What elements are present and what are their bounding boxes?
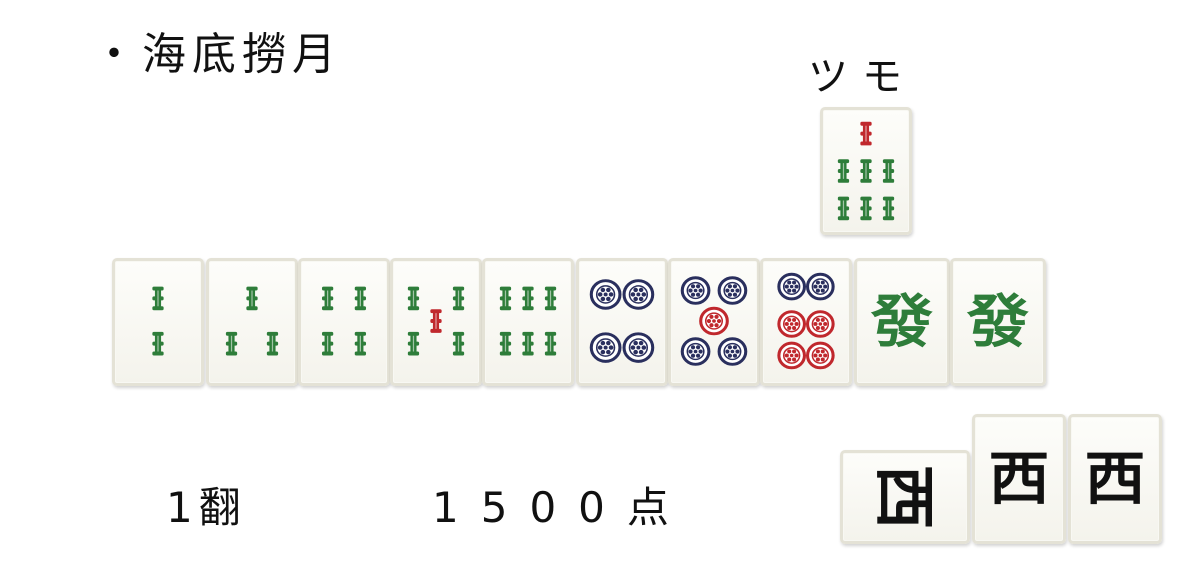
hand-tile[interactable] <box>206 258 298 386</box>
hand-tile[interactable]: 發 <box>854 258 950 386</box>
meld-tile[interactable]: 西 <box>1068 414 1162 544</box>
points-total: 1500点 <box>432 483 691 532</box>
hand-tile[interactable] <box>576 258 668 386</box>
svg-text:西: 西 <box>989 445 1050 513</box>
svg-text:發: 發 <box>966 289 1030 356</box>
meld-tile[interactable]: 西 <box>972 414 1066 544</box>
han-count: 1翻 <box>166 483 247 532</box>
hand-tile[interactable] <box>760 258 852 386</box>
hand-tile[interactable] <box>668 258 760 386</box>
svg-text:發: 發 <box>870 289 934 356</box>
drawn-tile[interactable] <box>820 107 912 235</box>
hand-tile[interactable] <box>482 258 574 386</box>
svg-text:西: 西 <box>868 465 941 530</box>
hand-tile[interactable]: 發 <box>950 258 1046 386</box>
hand-tile[interactable] <box>112 258 204 386</box>
svg-text:西: 西 <box>1085 445 1146 513</box>
hand-tile[interactable] <box>298 258 390 386</box>
hand-tile[interactable] <box>390 258 482 386</box>
yaku-title: ・海底撈月 <box>92 29 342 80</box>
tsumo-label: ツモ <box>808 54 916 100</box>
meld-tile[interactable]: 西 <box>840 450 970 544</box>
